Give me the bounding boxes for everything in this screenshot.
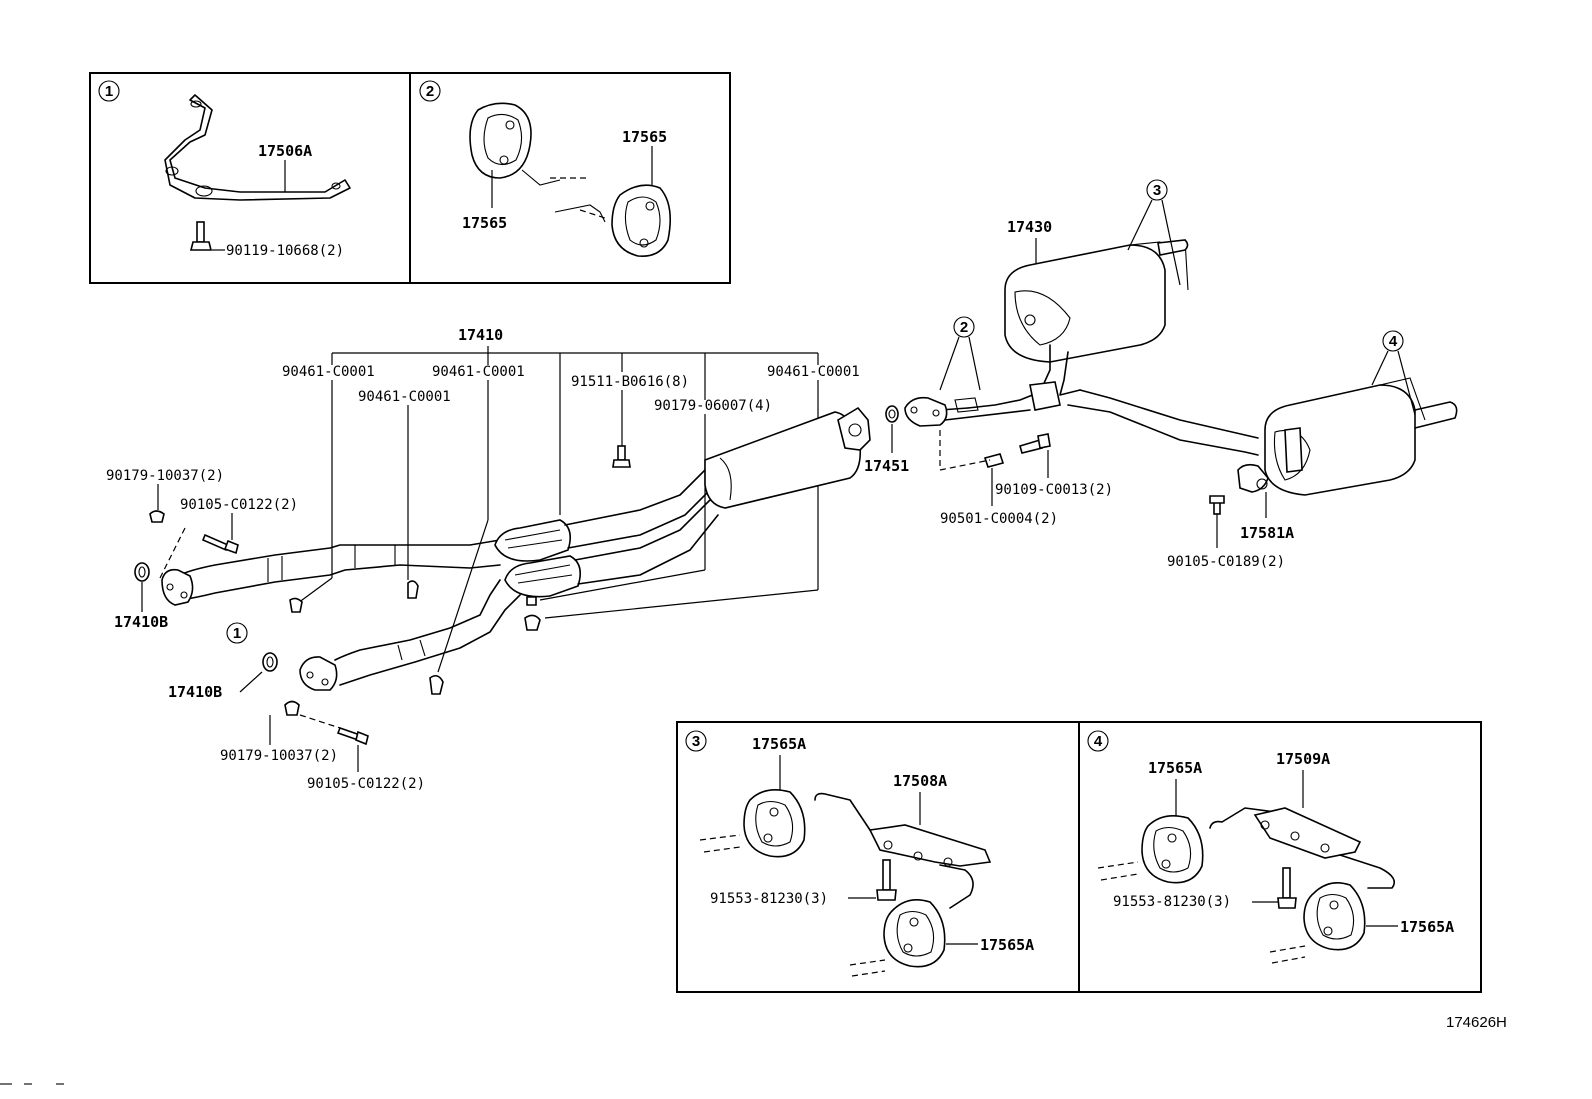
label-90461-c0001-c: 90461-C0001 (358, 389, 451, 405)
rubber-hanger-17565a-inset4-top (1141, 815, 1204, 884)
front-pipe-lower (299, 579, 521, 691)
rubber-hanger-17565a-inset3-top (743, 789, 806, 858)
ref-circle-3-main: 3 (1153, 182, 1161, 199)
ref-circle-2-main: 2 (960, 319, 968, 336)
inset-2-number: 2 (426, 83, 434, 100)
label-91553-81230-inset4: 91553-81230(3) (1113, 894, 1231, 910)
label-91511-b0616: 91511-B0616(8) (571, 374, 689, 390)
inset-1: 1 17506A 90119-10668(2) (89, 72, 411, 284)
label-17430: 17430 (1007, 218, 1052, 236)
gasket-ring-parts (134, 405, 899, 695)
left-upper-fasteners: 90179-10037(2) 90105-C0122(2) 17410B 1 (106, 468, 298, 644)
label-90501-c0004: 90501-C0004(2) (940, 511, 1058, 527)
rubber-hanger-17565-left (469, 102, 532, 179)
muffler-left (1004, 244, 1166, 363)
label-17581a: 17581A (1240, 524, 1294, 542)
inset-4-number: 4 (1094, 733, 1103, 750)
label-17509a: 17509A (1276, 750, 1330, 768)
label-17565a-inset3-bottom: 17565A (980, 936, 1034, 954)
inset-3-number: 3 (692, 733, 700, 750)
label-17565a-inset4-top: 17565A (1148, 759, 1202, 777)
label-17565a-inset3-top: 17565A (752, 735, 806, 753)
ref-circle-1-main: 1 (233, 625, 241, 642)
rear-section: 17430 3 4 2 17451 (864, 179, 1458, 570)
label-91553-81230-inset3: 91553-81230(3) (710, 891, 828, 907)
label-90119-10668: 90119-10668(2) (226, 243, 344, 259)
rubber-hanger-17565a-inset4-bottom (1303, 882, 1366, 951)
drawing-id: 174626H (1446, 1014, 1507, 1031)
label-90105-c0122-bottom: 90105-C0122(2) (307, 776, 425, 792)
catalytic-converter-upper (494, 469, 713, 562)
label-90105-c0122-top: 90105-C0122(2) (180, 497, 298, 513)
label-90179-06007: 90179-06007(4) (654, 398, 772, 414)
bracket-17509a (1209, 807, 1396, 889)
bracket-17506a (164, 94, 351, 201)
inset-1-ref-circle (98, 80, 120, 102)
assembly-17410-callout: 17410 (331, 326, 819, 515)
catalytic-converter-lower (504, 499, 719, 598)
label-90179-10037-bottom: 90179-10037(2) (220, 748, 338, 764)
inset-3: 3 17565A 17508A 91553-81230(3) (676, 721, 1080, 993)
label-90179-10037-top: 90179-10037(2) (106, 468, 224, 484)
inset-4: 4 17565A 17509A 91553-81230(3) (1078, 721, 1482, 993)
label-90105-c0189: 90105-C0189(2) (1167, 554, 1285, 570)
bolt-91511-b0616 (612, 445, 631, 468)
label-90461-c0001-b: 90461-C0001 (432, 364, 525, 380)
bolt-90119-10668 (189, 221, 213, 251)
label-90461-c0001-a: 90461-C0001 (282, 364, 375, 380)
label-17410: 17410 (458, 326, 503, 344)
label-17508a: 17508A (893, 772, 947, 790)
rubber-hanger-17565-right (611, 184, 671, 257)
bracket-17508a (814, 792, 992, 909)
inset-2-ref-circle (419, 80, 441, 102)
label-90461-c0001-d: 90461-C0001 (767, 364, 860, 380)
label-17506a: 17506A (258, 142, 312, 160)
label-90109-c0013: 90109-C0013(2) (995, 482, 1113, 498)
inset-2: 2 17565 17565 (409, 72, 731, 284)
left-lower-fasteners: 17410B 90179-10037(2) 90105-C0122(2) (168, 671, 425, 792)
label-17410b-bottom: 17410B (168, 683, 222, 701)
inset-1-number: 1 (105, 83, 113, 100)
center-pipe-resonator (704, 406, 871, 509)
label-17565a-inset4-bottom: 17565A (1400, 918, 1454, 936)
label-17565-left: 17565 (462, 214, 507, 232)
label-17410b-top: 17410B (114, 613, 168, 631)
label-17451: 17451 (864, 457, 909, 475)
rubber-hanger-17565a-inset3-bottom (883, 899, 946, 968)
label-17565-right: 17565 (622, 128, 667, 146)
front-pipe-upper (161, 539, 501, 606)
ref-circle-4-main: 4 (1389, 333, 1398, 350)
